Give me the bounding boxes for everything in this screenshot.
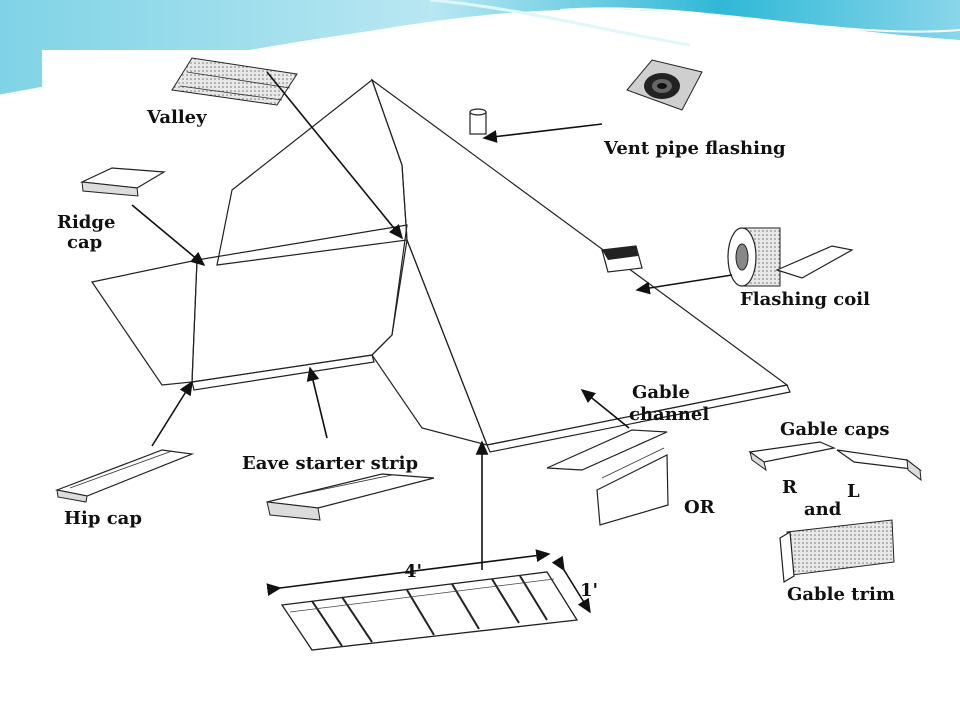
- width-dimension: [266, 549, 551, 596]
- or-label: OR: [684, 497, 716, 518]
- width-dimension-label: 4': [404, 561, 422, 582]
- roof-vent: [469, 108, 487, 135]
- flashing-coil-part: [727, 227, 854, 287]
- gable-channel-label-line1: Gable: [632, 382, 690, 403]
- gable-channel-part: [546, 429, 669, 526]
- gable-trim-part: [779, 519, 895, 584]
- height-dimension: [551, 555, 591, 614]
- gable-cap-l-part: [836, 449, 923, 482]
- eave-starter-strip-label: Eave starter strip: [242, 453, 418, 474]
- roof-back-slope: [216, 79, 408, 266]
- gable-cap-l-label: L: [847, 481, 860, 502]
- hip-cap-label: Hip cap: [64, 508, 142, 529]
- vent-pipe-flashing-part: [626, 59, 703, 111]
- and-label: and: [804, 499, 842, 520]
- gable-cap-r-part: [748, 441, 837, 472]
- roof-box-vent: [601, 245, 643, 273]
- gable-trim-label: Gable trim: [787, 584, 895, 605]
- ridge-cap-label-line1: Ridge: [57, 212, 115, 233]
- ridge-cap-label-line2: cap: [67, 232, 102, 253]
- flashing-coil-label: Flashing coil: [740, 289, 870, 310]
- gable-channel-label-line2: channel: [629, 404, 709, 425]
- eave-starter-strip-part: [266, 473, 435, 521]
- roof-right-slope: [370, 78, 789, 446]
- roof-diagram: Valley Ridge cap Vent pipe flashing Flas…: [54, 57, 923, 651]
- ridge-cap-part: [79, 167, 166, 197]
- gable-caps-label: Gable caps: [780, 419, 890, 440]
- roof-wing-face: [191, 224, 408, 391]
- roof-hip-face: [91, 259, 198, 386]
- roof-diagram-panel: Valley Ridge cap Vent pipe flashing Flas…: [42, 50, 934, 662]
- valley-label: Valley: [146, 107, 207, 128]
- shingle-strip-part: [280, 571, 579, 651]
- gable-cap-r-label: R: [782, 477, 798, 498]
- roof-front-slope: [371, 237, 488, 446]
- valley-part: [171, 57, 298, 106]
- vent-pipe-flashing-label: Vent pipe flashing: [603, 138, 786, 159]
- leader-arrows: [131, 71, 733, 570]
- height-dimension-label: 1': [580, 580, 598, 601]
- hip-cap-part: [54, 449, 195, 503]
